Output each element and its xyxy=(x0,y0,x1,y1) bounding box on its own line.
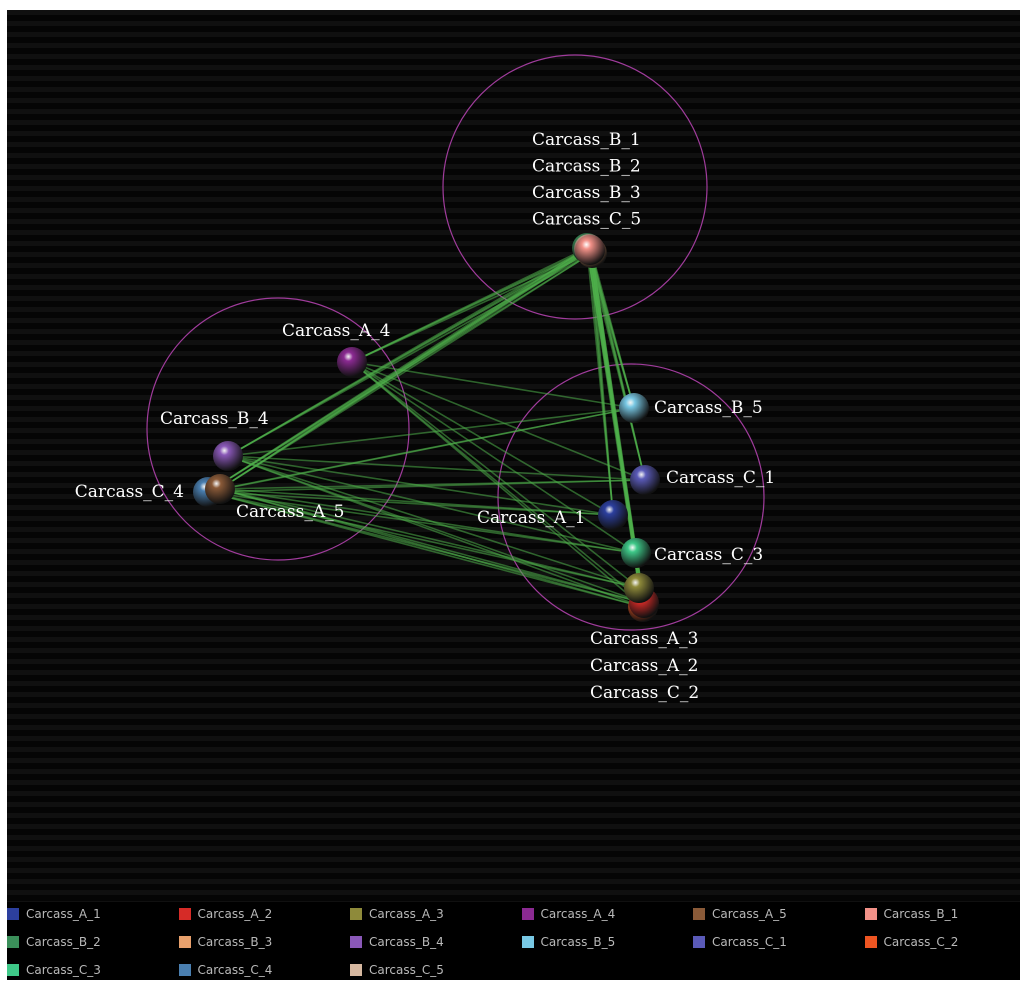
edge-carcass-b-4-carcass-c-3 xyxy=(227,455,637,554)
legend-label: Carcass_A_1 xyxy=(26,907,101,921)
legend-item-carcass-b-1: Carcass_B_1 xyxy=(864,904,959,924)
edge-carcass-b-3-carcass-b-4 xyxy=(227,252,593,457)
node-carcass-a-3[interactable] xyxy=(624,573,654,603)
legend-item-carcass-b-2: Carcass_B_2 xyxy=(7,932,101,952)
label-carcass-a-1: Carcass_A_1 xyxy=(477,508,585,528)
legend-label: Carcass_C_1 xyxy=(712,935,787,949)
legend-swatch xyxy=(7,964,19,976)
legend-item-carcass-c-4: Carcass_C_4 xyxy=(178,960,273,980)
legend-item-carcass-b-4: Carcass_B_4 xyxy=(350,932,444,952)
legend-swatch xyxy=(521,908,534,920)
legend-label: Carcass_C_3 xyxy=(26,963,101,977)
label-carcass-b-4: Carcass_B_4 xyxy=(160,409,269,429)
label-carcass-a-5: Carcass_A_5 xyxy=(236,502,344,522)
label-carcass-c-4: Carcass_C_4 xyxy=(75,482,184,502)
top-cluster-ring xyxy=(442,54,708,320)
network-graph: Carcass_B_1Carcass_B_2Carcass_B_3Carcass… xyxy=(75,54,775,703)
legend-item-carcass-b-5: Carcass_B_5 xyxy=(521,932,616,952)
label-carcass-c-5: Carcass_C_5 xyxy=(532,210,641,230)
legend-item-carcass-a-2: Carcass_A_2 xyxy=(178,904,273,924)
legend-item-carcass-a-3: Carcass_A_3 xyxy=(350,904,444,924)
legend-label: Carcass_B_1 xyxy=(883,907,959,921)
edge-carcass-a-3-carcass-a-5 xyxy=(219,488,640,589)
legend-label: Carcass_B_5 xyxy=(540,935,616,949)
legend-label: Carcass_A_5 xyxy=(712,907,787,921)
legend-label: Carcass_C_4 xyxy=(197,963,273,977)
legend-item-carcass-c-1: Carcass_C_1 xyxy=(693,932,787,952)
legend-label: Carcass_A_4 xyxy=(540,907,616,921)
legend-swatch xyxy=(864,936,877,948)
legend-label: Carcass_A_2 xyxy=(197,907,273,921)
legend-swatch xyxy=(7,908,19,920)
edge-carcass-c-4-carcass-c-5 xyxy=(207,248,590,493)
legend-item-carcass-a-1: Carcass_A_1 xyxy=(7,904,101,924)
edge-carcass-b-4-carcass-c-1 xyxy=(227,455,646,481)
node-carcass-b-4[interactable] xyxy=(213,441,243,471)
edge-carcass-a-3-carcass-a-4 xyxy=(351,361,640,589)
legend-swatch xyxy=(521,936,534,948)
edge-carcass-a-1-carcass-c-5 xyxy=(588,248,614,516)
edge-carcass-b-4-carcass-c-5 xyxy=(227,248,590,457)
legend-swatch xyxy=(693,908,705,920)
legend-item-carcass-a-4: Carcass_A_4 xyxy=(521,904,616,924)
legend-swatch xyxy=(350,964,362,976)
edge-carcass-c-2-carcass-c-4 xyxy=(207,491,644,608)
edge-carcass-b-4-carcass-c-2 xyxy=(227,455,644,608)
legend-label: Carcass_B_4 xyxy=(369,935,444,949)
node-carcass-a-5[interactable] xyxy=(205,474,235,504)
edge-carcass-b-5-carcass-c-5 xyxy=(588,248,635,409)
legend-item-carcass-c-2: Carcass_C_2 xyxy=(864,932,959,952)
legend-label: Carcass_C_2 xyxy=(883,935,959,949)
edge-carcass-a-4-carcass-c-3 xyxy=(351,361,637,554)
edge-carcass-c-3-carcass-c-5 xyxy=(588,248,637,554)
legend-label: Carcass_C_5 xyxy=(369,963,444,977)
legend-swatch xyxy=(350,936,362,948)
legend-swatch xyxy=(864,908,877,920)
node-carcass-b-1[interactable] xyxy=(575,235,605,265)
node-carcass-a-1[interactable] xyxy=(598,500,628,530)
node-carcass-c-3[interactable] xyxy=(621,538,651,568)
legend-swatch xyxy=(693,936,705,948)
legend-swatch xyxy=(350,908,362,920)
legend-swatch xyxy=(178,964,191,976)
label-carcass-a-3: Carcass_A_3 xyxy=(590,629,698,649)
edge-carcass-a-4-carcass-c-1 xyxy=(351,361,646,481)
label-carcass-a-4: Carcass_A_4 xyxy=(282,321,390,341)
left-cluster-ring xyxy=(146,297,410,561)
edge-carcass-b-3-carcass-c-4 xyxy=(207,252,593,493)
legend-item-carcass-c-5: Carcass_C_5 xyxy=(350,960,444,980)
label-carcass-a-2: Carcass_A_2 xyxy=(590,656,698,676)
edge-carcass-a-3-carcass-c-4 xyxy=(207,491,640,589)
edge-carcass-a-4-carcass-b-5 xyxy=(351,361,635,409)
label-carcass-b-1: Carcass_B_1 xyxy=(532,130,641,150)
edge-carcass-b-5-carcass-c-4 xyxy=(207,407,635,493)
legend-label: Carcass_B_2 xyxy=(26,935,101,949)
legend-swatch xyxy=(178,936,191,948)
node-carcass-b-5[interactable] xyxy=(619,393,649,423)
edge-carcass-c-3-carcass-c-4 xyxy=(207,491,637,554)
node-carcass-c-1[interactable] xyxy=(630,465,660,495)
label-carcass-c-3: Carcass_C_3 xyxy=(654,545,763,565)
edge-carcass-a-5-carcass-c-2 xyxy=(219,488,644,608)
label-carcass-c-2: Carcass_C_2 xyxy=(590,683,699,703)
legend-item-carcass-a-5: Carcass_A_5 xyxy=(693,904,787,924)
legend-label: Carcass_B_3 xyxy=(197,935,273,949)
label-carcass-c-1: Carcass_C_1 xyxy=(666,468,775,488)
label-carcass-b-2: Carcass_B_2 xyxy=(532,157,641,177)
edge-carcass-c-1-carcass-c-4 xyxy=(207,479,646,493)
edge-carcass-a-1-carcass-c-4 xyxy=(207,491,614,516)
label-carcass-b-5: Carcass_B_5 xyxy=(654,398,763,418)
legend-swatch xyxy=(178,908,191,920)
legend-swatch xyxy=(7,936,19,948)
legend-item-carcass-b-3: Carcass_B_3 xyxy=(178,932,273,952)
edge-carcass-b-4-carcass-b-5 xyxy=(227,407,635,457)
node-carcass-a-4[interactable] xyxy=(337,347,367,377)
edge-carcass-a-4-carcass-c-5 xyxy=(351,248,590,363)
legend-label: Carcass_A_3 xyxy=(369,907,444,921)
edge-carcass-c-1-carcass-c-5 xyxy=(588,248,646,481)
label-carcass-b-3: Carcass_B_3 xyxy=(532,183,641,203)
legend-item-carcass-c-3: Carcass_C_3 xyxy=(7,960,101,980)
